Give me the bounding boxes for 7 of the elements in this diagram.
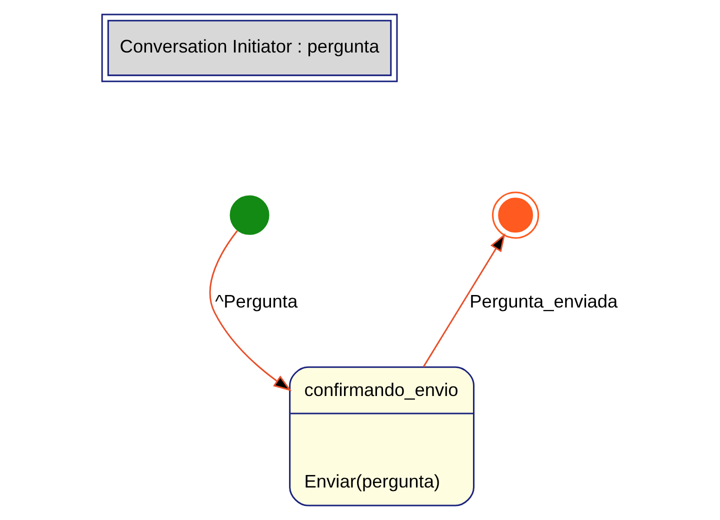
arrow <box>422 233 505 368</box>
edge-label: Pergunta_enviada <box>469 290 618 312</box>
node-circle <box>229 195 269 235</box>
node-box: Conversation Initiator : pergunta <box>100 14 398 82</box>
edge-label: ^Pergunta <box>214 290 298 312</box>
node-circle <box>492 192 539 239</box>
arrow <box>208 230 292 392</box>
